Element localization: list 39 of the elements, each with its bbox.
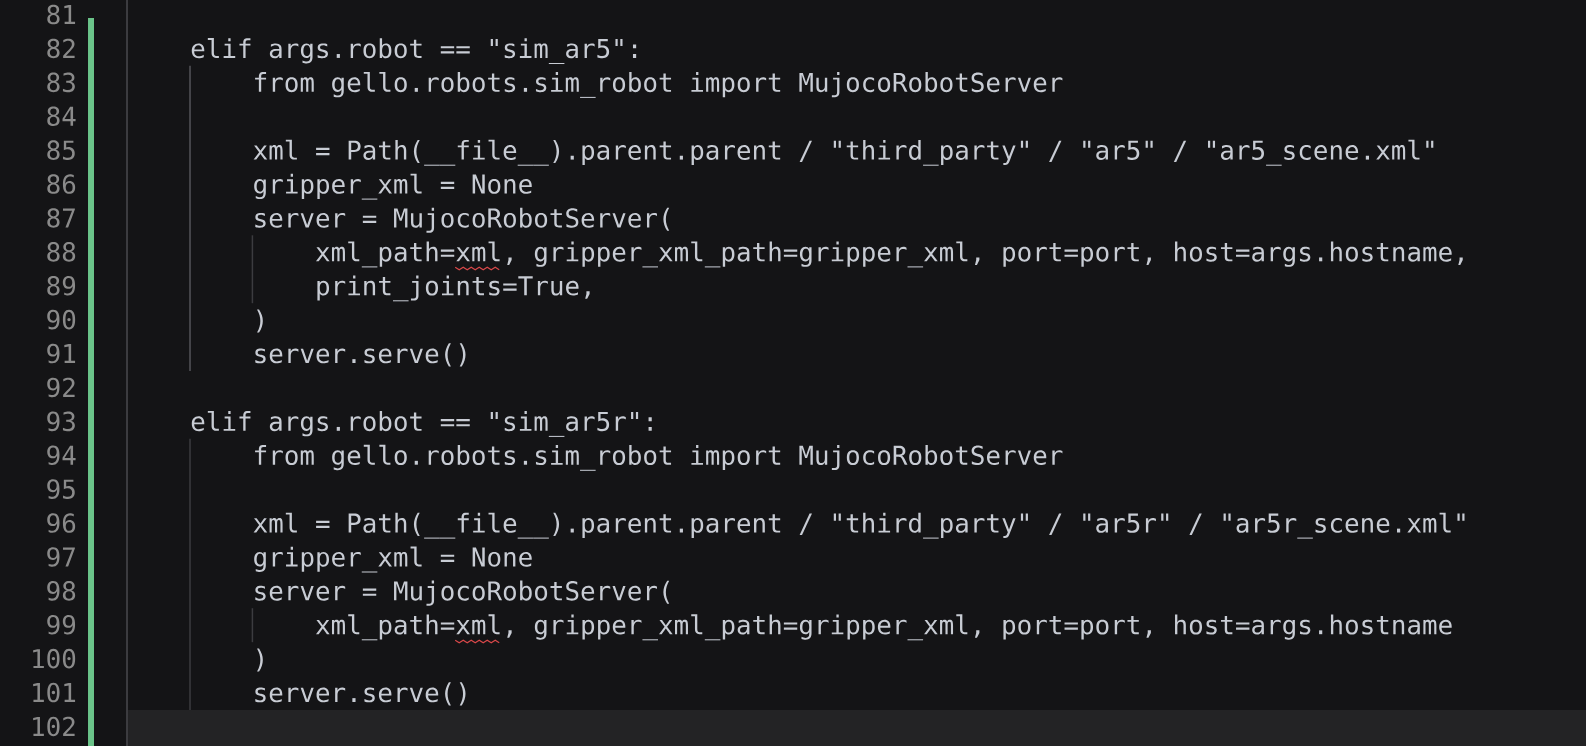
code-line: xml = Path(__file__).parent.parent / "third_party" / "ar5r" / "ar5r_scene.xml"	[253, 512, 1465, 539]
line-number: 102	[33, 716, 75, 737]
line-number: 87	[47, 208, 75, 228]
line-number: 101	[33, 682, 76, 703]
code-line: xml_path=xml, gripper_xml_path=gripper_xml, port=port, host=args.hostname,	[316, 241, 1463, 268]
code-line: elif args.robot == "sim_ar5":	[191, 38, 637, 64]
code-line: elif args.robot == "sim_ar5r":	[191, 410, 652, 437]
line-number: 85	[47, 140, 75, 160]
line-number: 96	[47, 513, 76, 533]
code-line: gripper_xml = None	[254, 546, 532, 573]
code-line: )	[257, 648, 263, 672]
line-number: 94	[47, 445, 76, 466]
line-number: 90	[47, 309, 76, 330]
line-number: 91	[47, 343, 76, 364]
line-number: 99	[47, 614, 76, 635]
line-number: 98	[47, 581, 76, 601]
line-number: 97	[47, 547, 75, 567]
line-number: 82	[47, 38, 75, 59]
line-number: 81	[47, 4, 76, 25]
code-line: )	[257, 309, 263, 333]
code-line: xml = Path(__file__).parent.parent / "third_party" / "ar5" / "ar5_scene.xml"	[253, 139, 1434, 166]
code-line: print_joints=True,	[317, 275, 590, 302]
code-line: server = MujocoRobotServer(	[255, 207, 670, 233]
line-number: 100	[33, 648, 76, 669]
code-line: xml_path=xml, gripper_xml_path=gripper_xml, port=port, host=args.hostname	[316, 614, 1452, 641]
line-number: 95	[47, 479, 75, 499]
code-line: server.serve()	[255, 682, 466, 706]
line-number: 83	[47, 72, 75, 93]
line-number: 92	[47, 377, 75, 398]
code-line: from gello.robots.sim_robot import MujocoRobotServer	[255, 444, 1063, 471]
code-line: server = MujocoRobotServer(	[255, 580, 670, 606]
code-line: gripper_xml = None	[254, 173, 532, 200]
line-number: 84	[47, 106, 76, 127]
line-number: 86	[47, 174, 76, 194]
code-line: server.serve()	[255, 343, 466, 367]
line-number: 93	[47, 411, 75, 432]
line-number: 89	[47, 275, 76, 296]
code-line: from gello.robots.sim_robot import MujocoRobotServer	[255, 71, 1063, 98]
line-number: 88	[47, 242, 76, 262]
